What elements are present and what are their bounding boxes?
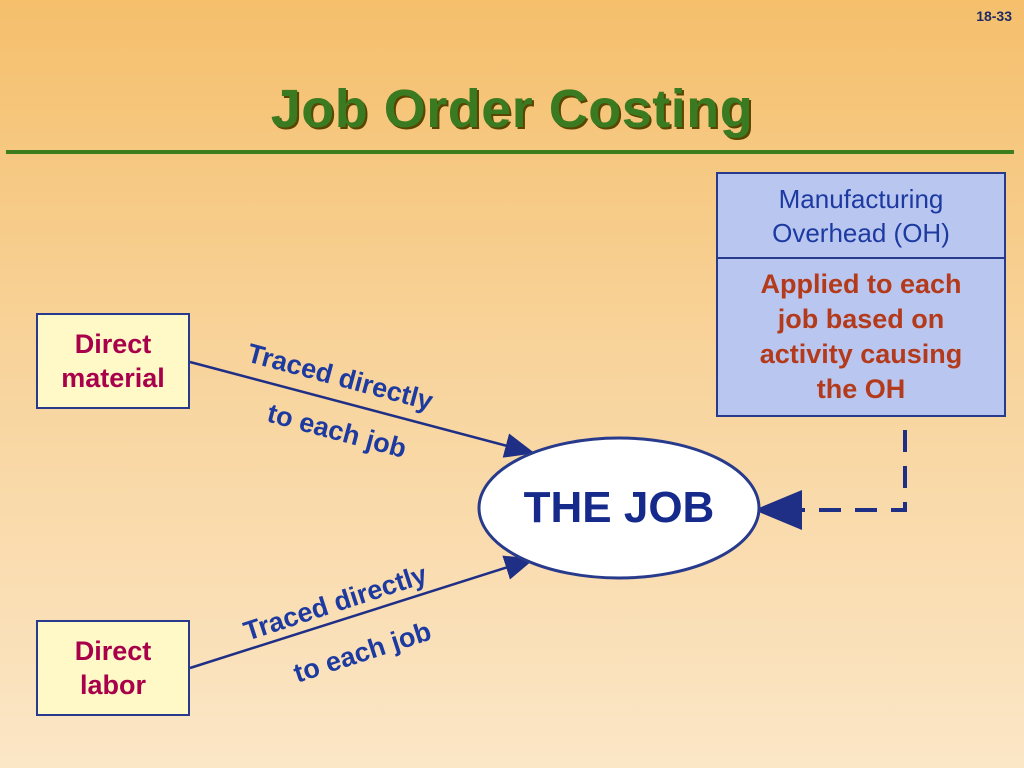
arrow-labor-to-job xyxy=(189,555,535,670)
overhead-body-line-3: activity causing xyxy=(759,339,963,369)
overhead-description: Applied to each job based on activity ca… xyxy=(718,259,1004,407)
overhead-heading: Manufacturing Overhead (OH) xyxy=(718,174,1004,259)
slide-title: Job Order Costing xyxy=(270,79,754,139)
direct-labor-box: Direct labor xyxy=(36,620,190,716)
overhead-heading-line-2: Overhead (OH) xyxy=(772,217,950,248)
overhead-body-line-1: Applied to each xyxy=(760,269,962,299)
job-node-ellipse xyxy=(477,436,761,580)
direct-labor-line-1: Direct xyxy=(74,636,152,666)
direct-material-line-1: Direct xyxy=(74,329,152,359)
direct-material-box: Direct material xyxy=(36,313,190,409)
title-divider xyxy=(6,150,1014,154)
slide-number: 18-33 xyxy=(976,8,1012,24)
direct-labor-line-2: labor xyxy=(79,670,146,700)
overhead-body-line-4: the OH xyxy=(816,374,906,404)
arrow-material-to-job xyxy=(189,360,535,458)
arrow-overhead-to-job xyxy=(754,430,907,530)
overhead-box: Manufacturing Overhead (OH) Applied to e… xyxy=(716,172,1006,417)
the-job-label: THE JOB xyxy=(523,483,715,532)
direct-material-line-2: material xyxy=(61,363,165,393)
overhead-body-line-2: job based on xyxy=(777,304,945,334)
overhead-heading-line-1: Manufacturing xyxy=(778,183,944,214)
